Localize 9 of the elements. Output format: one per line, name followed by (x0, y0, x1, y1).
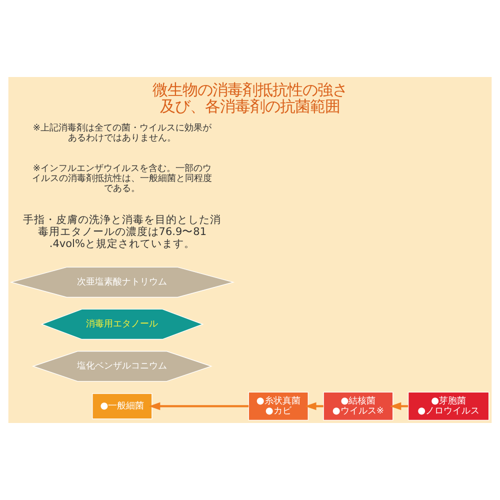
node-box: ●糸状真菌 ●カビ (248, 392, 308, 421)
diagram-title: 微生物の消毒剤抵抗性の強さ及び、各消毒剤の抗菌範囲 (152, 80, 348, 116)
label: 手指・皮膚の洗浄と消毒を目的とした消毒用エタノールの濃度は76.9〜81.4vol%と規定されています。 (23, 214, 222, 250)
label: ※上記消毒剤は全ての菌・ウイルスに効果があるわけではありません。 (32, 124, 212, 144)
label: ※インフルエンザウイルスを含む。一部のウイルスの消毒剤抵抗性は、一般細菌と同程度である。 (32, 164, 212, 194)
node-box: ●一般細菌 (92, 393, 152, 420)
node-box: ●結核菌 ●ウイルス※ (323, 392, 394, 421)
node-box: ●芽胞菌 ●ノロウイルス (408, 392, 490, 421)
arrow (148, 402, 249, 410)
